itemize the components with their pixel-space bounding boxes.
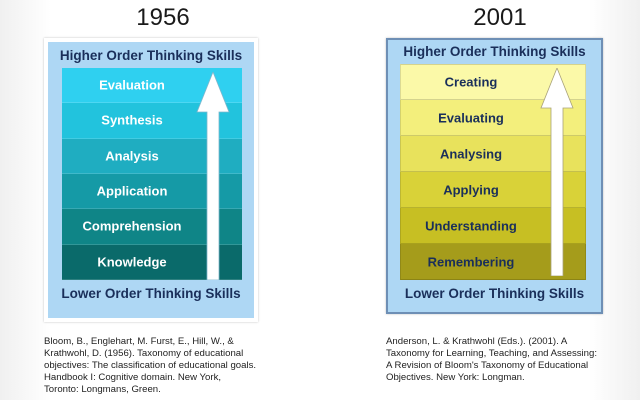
level-label: Knowledge — [97, 254, 167, 270]
citation-line: Handbook I: Cognitive domain. New York, — [44, 372, 222, 383]
level-label: Evaluating — [438, 110, 504, 125]
citation-1956: Bloom, B., Englehart, M. Furst, E., Hill… — [44, 336, 264, 396]
citation-line: Toronto: Longmans, Green. — [44, 384, 161, 395]
higher-order-label: Higher Order Thinking Skills — [59, 48, 243, 63]
level-label: Remembering — [427, 254, 515, 269]
year-1956-title: 1956 — [136, 4, 190, 31]
citation-line: Anderson, L. & Krathwohl (Eds.). (2001).… — [386, 336, 568, 347]
citation-line: Krathwohl, D. (1956). Taxonomy of educat… — [44, 348, 244, 359]
level-label: Application — [96, 183, 168, 199]
citation-line: A Revision of Bloom's Taxonomy of Educat… — [386, 360, 589, 371]
up-arrow-icon — [540, 68, 574, 276]
citation-line: objectives: The classification of educat… — [44, 360, 257, 371]
level-label: Evaluation — [99, 77, 165, 93]
lower-order-label: Lower Order Thinking Skills — [61, 286, 241, 301]
level-label: Understanding — [425, 218, 517, 233]
level-label: Analysing — [439, 146, 503, 161]
citation-line: Objectives. New York: Longman. — [386, 372, 525, 383]
level-label: Synthesis — [101, 112, 163, 128]
year-2001-title: 2001 — [473, 4, 527, 31]
citation-2001: Anderson, L. & Krathwohl (Eds.). (2001).… — [386, 336, 606, 384]
level-label: Creating — [444, 74, 498, 90]
lower-order-label: Lower Order Thinking Skills — [404, 286, 585, 301]
taxonomy-1956-panel: Higher Order Thinking Skills Evaluation … — [44, 38, 258, 322]
citation-line: Taxonomy for Learning, Teaching, and Ass… — [386, 348, 598, 359]
level-label: Applying — [443, 182, 499, 197]
up-arrow-icon — [196, 72, 230, 280]
level-label: Analysis — [105, 148, 159, 164]
taxonomy-2001-panel: Higher Order Thinking Skills Creating Ev… — [386, 38, 603, 314]
citation-line: Bloom, B., Englehart, M. Furst, E., Hill… — [44, 336, 234, 347]
higher-order-label: Higher Order Thinking Skills — [403, 44, 586, 59]
level-label: Comprehension — [82, 218, 182, 234]
